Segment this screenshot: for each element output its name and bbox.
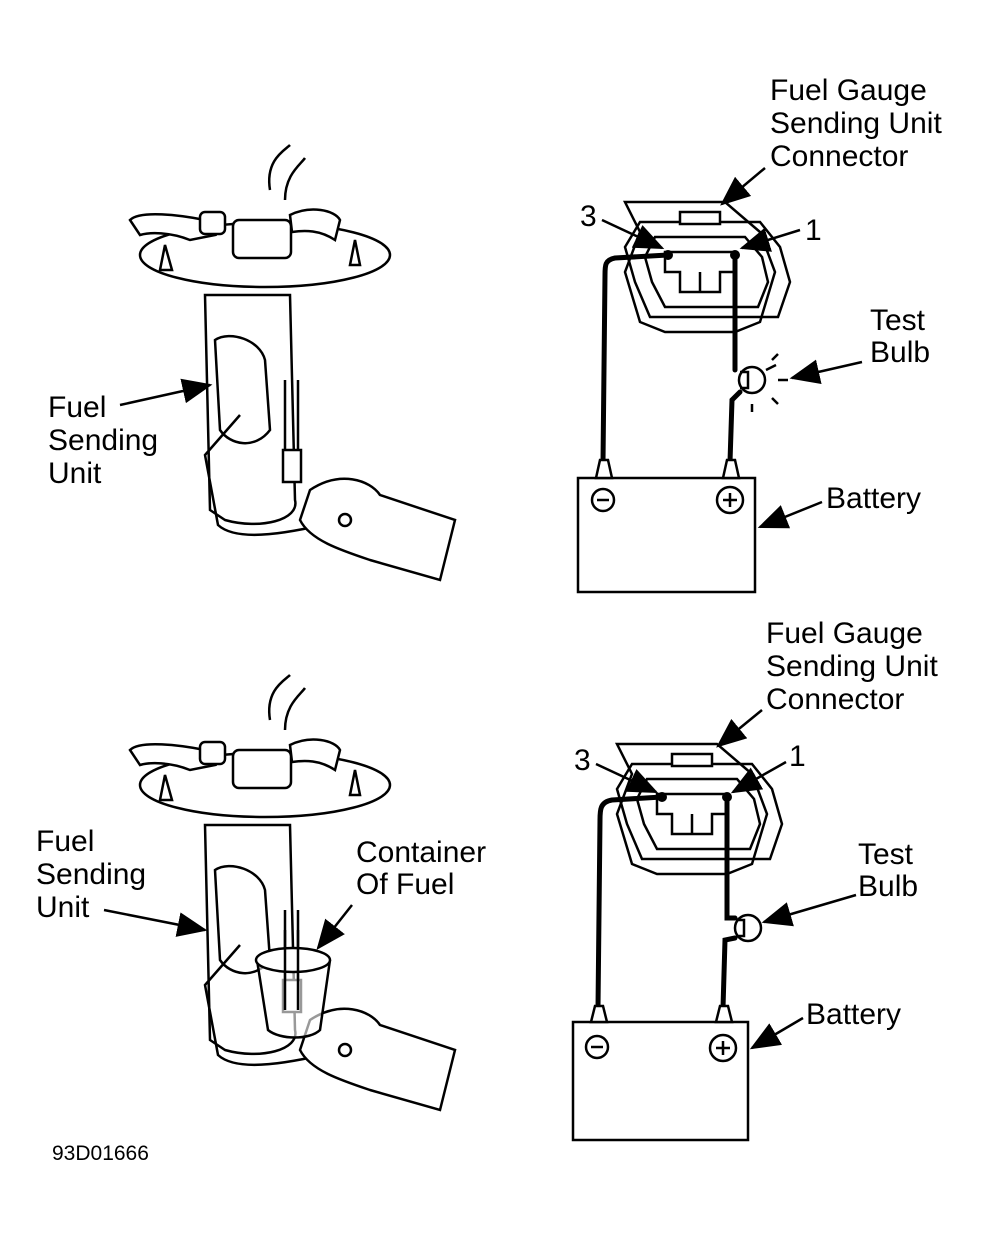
bulb-arrow xyxy=(789,359,863,385)
pump-label-line3: Unit xyxy=(48,457,102,490)
terminal-1-arrow xyxy=(730,760,787,794)
container-label-line2: Of Fuel xyxy=(356,868,454,901)
connector-drawing xyxy=(615,742,784,876)
bulb-label-line2: Bulb xyxy=(858,870,918,903)
test-bulb-lit xyxy=(737,353,788,412)
pump-arrow xyxy=(119,378,213,407)
bulb-arrow xyxy=(761,893,857,927)
connector-arrow xyxy=(716,709,763,748)
bulb-label-line1: Test xyxy=(858,838,914,871)
terminal-3-arrow xyxy=(601,218,665,250)
battery-arrow xyxy=(749,1016,804,1050)
terminal-3-arrow xyxy=(595,762,659,794)
wire-terminal3-to-negative xyxy=(600,252,671,465)
fuel-sending-unit-drawing xyxy=(128,143,457,582)
bulb-label-line1: Test xyxy=(870,304,926,337)
wire-terminal3-to-negative xyxy=(595,794,665,1011)
bulb-label-line2: Bulb xyxy=(870,336,930,369)
pump-label-line1: Fuel xyxy=(36,825,94,858)
battery-arrow xyxy=(757,500,823,529)
connector-label-line3: Connector xyxy=(770,140,908,173)
connector-label-line1: Fuel Gauge xyxy=(770,74,927,107)
terminal-1-label: 1 xyxy=(789,740,806,773)
panel-bottom: Fuel Sending Unit Container Of Fuel Fuel… xyxy=(36,617,938,1142)
connector-label-line2: Sending Unit xyxy=(766,650,938,683)
terminal-1-label: 1 xyxy=(805,214,822,247)
connector-label-line2: Sending Unit xyxy=(770,107,942,140)
wire-terminal1-to-bulb xyxy=(724,794,738,921)
pump-label-line2: Sending xyxy=(36,858,146,891)
container-arrow xyxy=(316,904,353,950)
pump-label-line2: Sending xyxy=(48,424,158,457)
wire-bulb-to-positive xyxy=(727,389,743,465)
terminal-3-label: 3 xyxy=(574,744,591,777)
battery-label: Battery xyxy=(826,482,921,515)
test-bulb-unlit xyxy=(733,913,763,943)
fuel-container xyxy=(254,930,332,1039)
figure-id: 93D01666 xyxy=(52,1142,149,1165)
pump-label-line1: Fuel xyxy=(48,391,106,424)
pump-arrow xyxy=(103,908,208,937)
connector-drawing xyxy=(623,200,792,334)
connector-arrow xyxy=(720,167,766,206)
terminal-3-label: 3 xyxy=(580,200,597,233)
battery xyxy=(576,458,757,594)
connector-label-line1: Fuel Gauge xyxy=(766,617,923,650)
pump-label-line3: Unit xyxy=(36,891,90,924)
panel-top: Fuel Sending Unit Fuel Gauge Sending Uni… xyxy=(48,74,942,594)
wire-bulb-to-positive xyxy=(720,935,738,1011)
battery-label: Battery xyxy=(806,998,901,1031)
connector-label-line3: Connector xyxy=(766,683,904,716)
container-label-line1: Container xyxy=(356,836,486,869)
battery xyxy=(571,1004,750,1142)
terminal-1-arrow xyxy=(739,227,801,252)
